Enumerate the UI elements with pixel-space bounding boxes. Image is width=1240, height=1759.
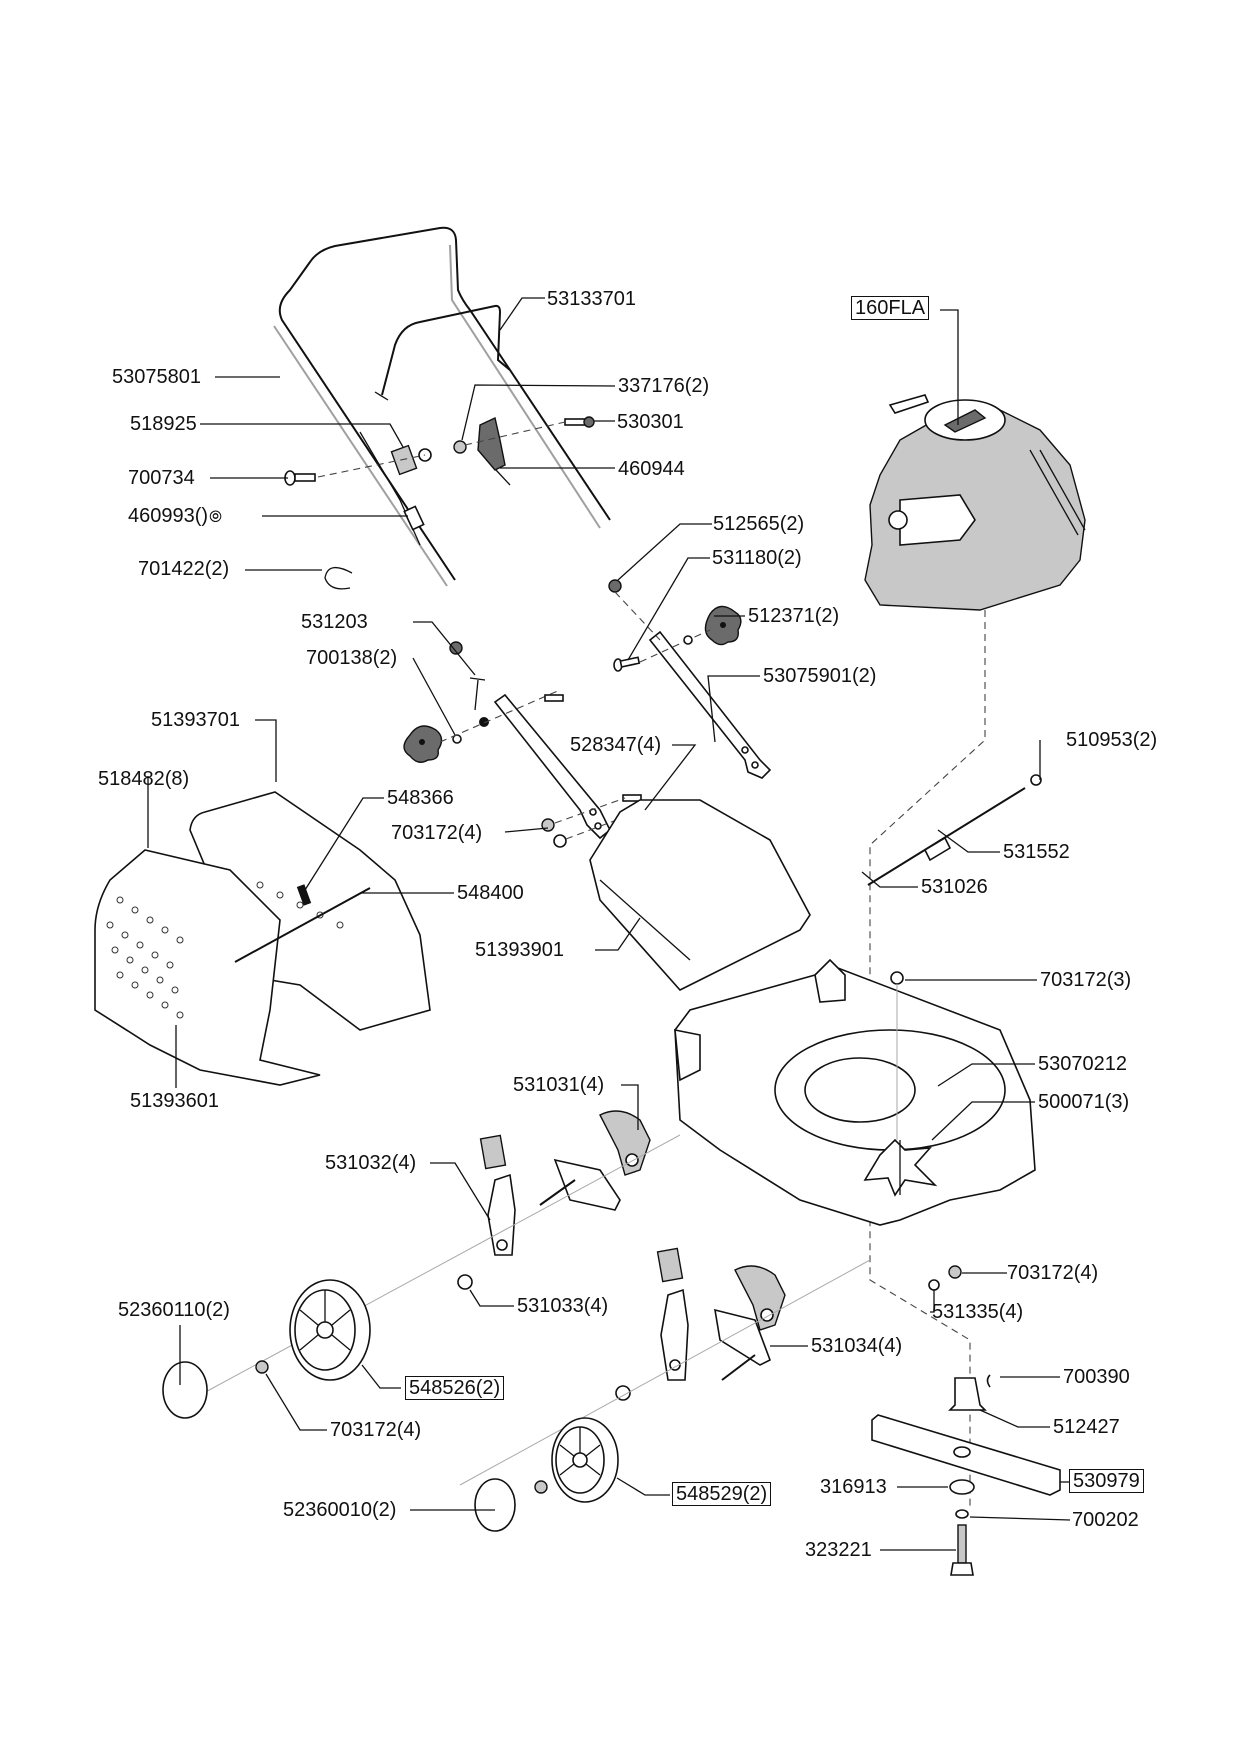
- nut-337176: [453, 440, 467, 454]
- height-adjuster-531031-rear: [599, 1110, 651, 1176]
- callout-53070212: 53070212: [1038, 1053, 1127, 1075]
- nut-512565-left: [449, 641, 463, 655]
- washer-531335: [928, 1279, 940, 1291]
- link-531203: [469, 677, 489, 727]
- callout-531203: 531203: [301, 611, 368, 633]
- callout-700390: 700390: [1063, 1366, 1130, 1388]
- callout-528347: 528347(4): [570, 734, 662, 756]
- callout-460944: 460944: [618, 458, 685, 480]
- callout-530979: 530979: [1069, 1469, 1144, 1493]
- callout-51393901: 51393901: [475, 939, 564, 961]
- callout-51393601: 51393601: [130, 1090, 219, 1112]
- callout-512565: 512565(2): [713, 513, 805, 535]
- lever-460944: [477, 416, 511, 486]
- callout-530301: 530301: [617, 411, 684, 433]
- callout-53075901: 53075901(2): [763, 665, 877, 687]
- callout-531034: 531034(4): [811, 1335, 903, 1357]
- wheel-548526: [289, 1279, 371, 1381]
- nut-512565: [608, 579, 622, 593]
- catcher-rod-548400: [234, 884, 371, 963]
- callout-512427: 512427: [1053, 1416, 1120, 1438]
- callout-703172-upper: 703172(4): [391, 822, 483, 844]
- bolt-700734: [284, 470, 316, 486]
- callout-510953: 510953(2): [1066, 729, 1158, 751]
- callout-703172-deck: 703172(3): [1040, 969, 1132, 991]
- callout-500071: 500071(3): [1038, 1091, 1130, 1113]
- spiral-circle-icon: ⦾: [209, 509, 222, 526]
- nut-703172-deck: [948, 1265, 962, 1279]
- callout-531031: 531031(4): [513, 1074, 605, 1096]
- screws-528347: [544, 694, 647, 819]
- axle-bracket-531034-front: [714, 1308, 772, 1381]
- bolt-531180: [613, 656, 641, 672]
- nuts-703172: [541, 818, 567, 848]
- knob-512371-left: [403, 725, 443, 763]
- callout-316913: 316913: [820, 1476, 887, 1498]
- bolt-531033: [457, 1274, 631, 1401]
- discharge-flap-51393901: [589, 799, 811, 991]
- callout-703172-mid: 703172(4): [1007, 1262, 1099, 1284]
- screw-530301: [564, 416, 595, 428]
- callout-53133701: 53133701: [547, 288, 636, 310]
- callout-548366: 548366: [387, 787, 454, 809]
- callout-531335: 531335(4): [932, 1301, 1024, 1323]
- callout-460993: 460993()⦾: [128, 505, 222, 529]
- callout-53075801: 53075801: [112, 366, 201, 388]
- callout-700138: 700138(2): [306, 647, 398, 669]
- washer-700202: [955, 1509, 969, 1519]
- callout-701422: 701422(2): [138, 558, 230, 580]
- callout-52360110: 52360110(2): [118, 1299, 230, 1321]
- callout-548400: 548400: [457, 882, 524, 904]
- cable-clip-518925: [390, 444, 432, 476]
- callout-700202: 700202: [1072, 1509, 1139, 1531]
- washer-316913: [949, 1479, 975, 1495]
- hub-caps: [162, 1361, 516, 1532]
- callout-531026: 531026: [921, 876, 988, 898]
- lower-handle-bar-53075901-left: [493, 693, 612, 840]
- key-700390: [986, 1374, 991, 1388]
- blade-530979: [871, 1414, 1061, 1496]
- callout-323221: 323221: [805, 1539, 872, 1561]
- upper-handle: [273, 226, 611, 587]
- wheel-nuts-703172: [255, 1360, 548, 1494]
- rear-axle-531026: [867, 774, 1042, 886]
- nut-703172-top: [890, 971, 904, 985]
- control-bail: [374, 304, 511, 401]
- lever-531032-rear: [479, 1134, 516, 1256]
- callout-52360010: 52360010(2): [283, 1499, 397, 1521]
- cable-460993: [359, 431, 425, 546]
- callout-518482: 518482(8): [98, 768, 190, 790]
- bolt-323221: [950, 1524, 974, 1576]
- callout-548529: 548529(2): [672, 1482, 772, 1506]
- callout-51393701: 51393701: [151, 709, 240, 731]
- callout-703172-wheel: 703172(4): [330, 1419, 422, 1441]
- callout-460993-text: 460993(): [128, 505, 209, 527]
- leader-lines: [147, 297, 1071, 1551]
- engine-model-label: 160FLA: [851, 296, 930, 320]
- knob-512371-right: [704, 605, 742, 646]
- lever-531032-front: [656, 1247, 689, 1381]
- washer-700138: [683, 635, 693, 645]
- callout-548526: 548526(2): [405, 1376, 505, 1400]
- clip-701422: [324, 566, 353, 590]
- callout-531033: 531033(4): [517, 1295, 609, 1317]
- axle-bracket-531034-rear: [539, 1158, 621, 1211]
- mower-deck-53070212: [674, 958, 1036, 1226]
- callout-700734: 700734: [128, 467, 195, 489]
- callout-531180: 531180(2): [712, 547, 802, 569]
- callout-531032: 531032(4): [325, 1152, 417, 1174]
- blade-adapter-512427: [948, 1377, 987, 1411]
- engine-160fla: [864, 394, 1086, 611]
- grass-catcher-bottom-51393601: [94, 849, 344, 1086]
- callout-337176: 337176(2): [618, 375, 710, 397]
- callout-512371: 512371(2): [748, 605, 840, 627]
- callout-518925: 518925: [130, 413, 197, 435]
- wheel-548529: [551, 1417, 619, 1503]
- callout-531552: 531552: [1003, 841, 1070, 863]
- lower-handle-bar-53075901-right: [648, 630, 772, 779]
